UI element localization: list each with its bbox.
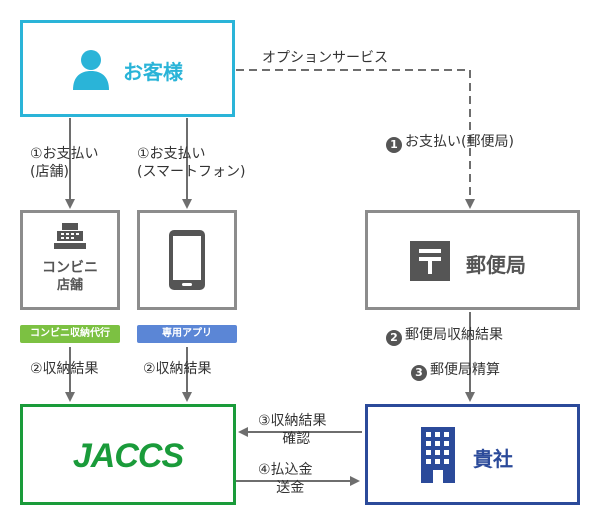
pay-phone-line2: (スマートフォン) [137,164,246,180]
confirm-line2: 確認 [282,431,311,447]
post-office-box: 郵便局 [365,210,580,310]
step-3-badge: 3 [411,365,427,381]
post-office-label: 郵便局 [466,253,526,277]
confirm-line1: ③収納結果 [258,413,327,429]
dashed-optional-path [236,69,475,209]
convenience-store-box: コンビニ 店舗 [20,210,120,310]
customer-label: お客様 [123,60,183,84]
convenience-line1: コンビニ [42,260,98,276]
tag-dedicated-app: 専用アプリ [137,325,237,343]
jaccs-logo: JACCS [72,437,184,475]
confirm-label: ③収納結果 確認 [258,412,327,448]
cash-register-icon [54,223,86,249]
pay-store-label: ①お支払い (店舗) [30,145,99,181]
post-result-text: 郵便局収納結果 [405,327,503,343]
remit-line1: ④払込金 [258,462,313,478]
customer-box: お客様 [20,20,235,117]
remit-label: ④払込金 送金 [258,461,313,497]
smartphone-box [137,210,237,310]
step-2-badge: 2 [386,330,402,346]
pay-store-line1: ①お支払い [30,146,99,162]
pay-post-text: お支払い(郵便局) [405,134,514,150]
building-icon [421,427,455,483]
post-settle-text: 郵便局精算 [430,362,500,378]
result-phone-label: ②収納結果 [143,361,212,377]
jaccs-box: JACCS [20,404,236,505]
optional-service-label: オプションサービス [262,50,388,66]
remit-line2: 送金 [276,480,305,496]
step-1-badge: 1 [386,137,402,153]
person-icon [73,50,109,90]
company-label: 貴社 [473,447,513,471]
pay-phone-label: ①お支払い (スマートフォン) [137,145,246,181]
pay-phone-line1: ①お支払い [137,146,206,162]
convenience-store-label: コンビニ 店舗 [23,259,117,295]
smartphone-icon [169,230,205,290]
result-store-label: ②収納結果 [30,361,99,377]
post-office-icon [410,241,450,281]
pay-store-line2: (店舗) [30,164,69,180]
tag-convenience-agent: コンビニ収納代行 [20,325,120,343]
convenience-line2: 店舗 [56,278,83,293]
company-box: 貴社 [365,404,580,505]
